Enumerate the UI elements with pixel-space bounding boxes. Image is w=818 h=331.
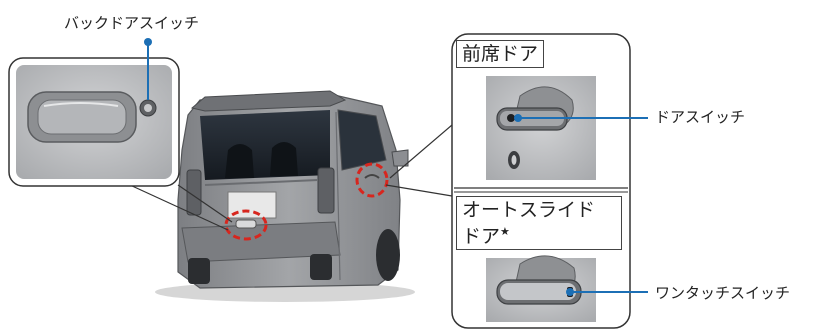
door-panel	[385, 33, 631, 329]
back-door-handle-highlight	[224, 209, 268, 241]
front-door-title-text: 前席ドア	[462, 43, 539, 65]
door-switch-label: ドアスイッチ	[655, 108, 746, 126]
car-rear-view-icon	[155, 90, 415, 302]
side-door-handle-highlight	[355, 162, 389, 198]
back-door-handle-icon	[27, 91, 137, 143]
slide-door-title-line2-wrap: ドア★	[462, 221, 616, 247]
front-door-title: 前席ドア	[456, 40, 545, 68]
back-door-switch-label: バックドアスイッチ	[64, 14, 200, 32]
option-star-icon: ★	[500, 225, 510, 238]
one-touch-switch-label: ワンタッチスイッチ	[655, 284, 791, 302]
slide-door-title: オートスライド ドア★	[456, 196, 622, 251]
slide-door-title-line1: オートスライド	[462, 199, 596, 221]
slide-door-title-line2: ドア	[462, 225, 501, 248]
back-door-zoom-callout	[8, 57, 233, 231]
